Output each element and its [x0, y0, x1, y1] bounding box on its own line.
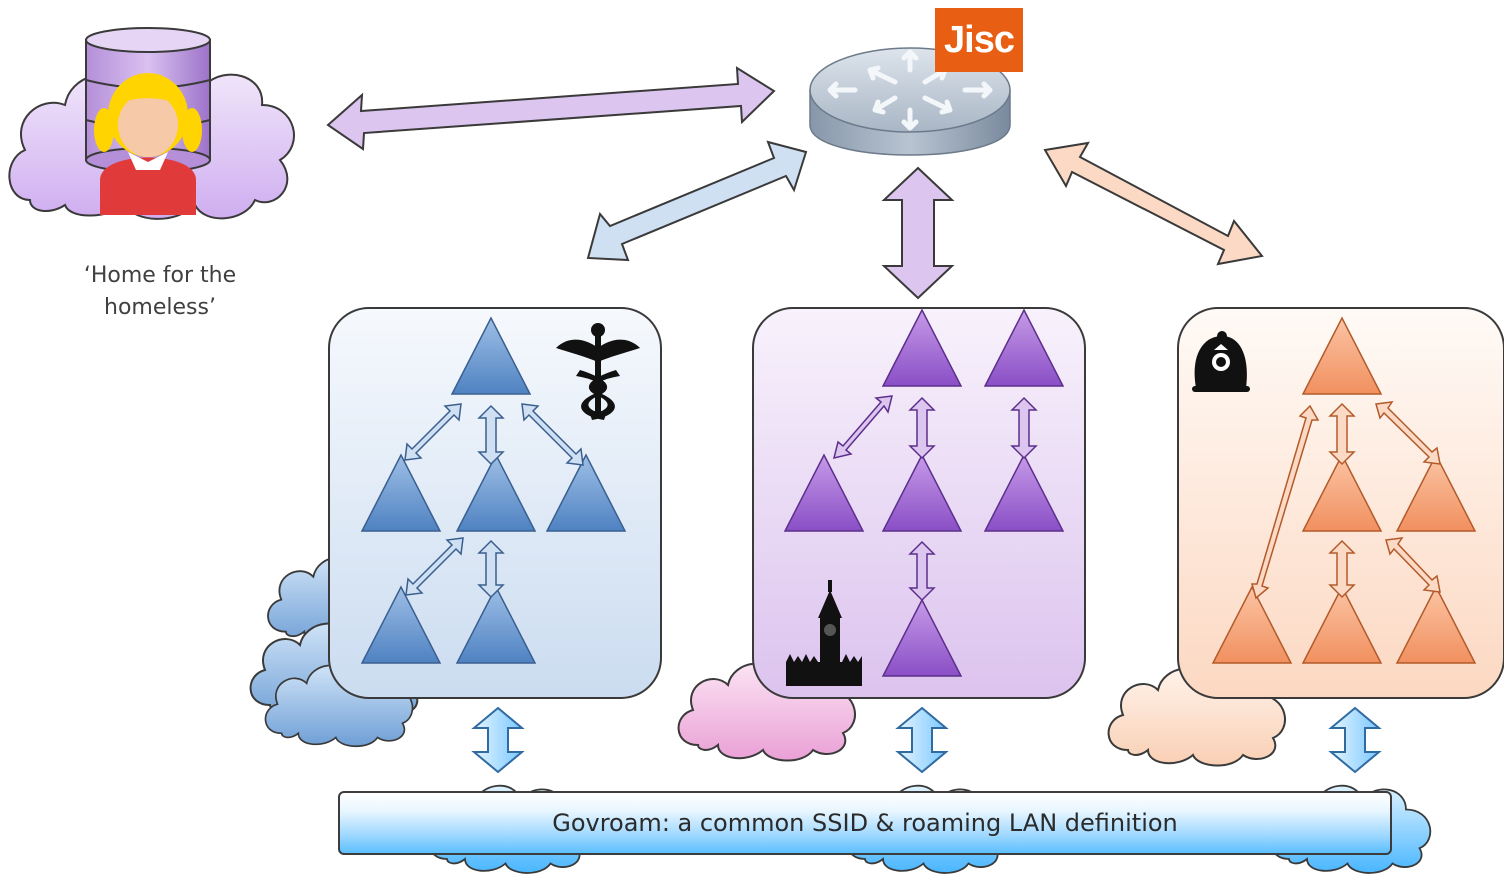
- police-network-box: [1177, 307, 1504, 699]
- govroam-label: Govroam: a common SSID & roaming LAN def…: [552, 809, 1178, 837]
- double-arrow-icon: [404, 403, 584, 599]
- triangle-node-icon: [1211, 316, 1477, 664]
- triangle-node-icon: [360, 316, 627, 664]
- triangle-node-icon: [783, 308, 1065, 677]
- arrow-router-to-health: [586, 140, 808, 262]
- police-helmet-icon: [1192, 331, 1250, 392]
- big-ben-icon: [786, 580, 862, 686]
- home-for-homeless-label: ‘Home for the homeless’: [83, 263, 237, 320]
- user-avatar-icon: [94, 73, 202, 215]
- health-network-box: [328, 307, 662, 699]
- caduceus-icon: [556, 323, 640, 420]
- arrow-router-to-parliament: [881, 166, 955, 300]
- arrow-home-to-router: [326, 66, 776, 151]
- double-arrow-icon: [1251, 401, 1441, 600]
- arrow-parliament-to-govroam: [895, 706, 949, 774]
- arrow-router-to-police: [1043, 141, 1264, 266]
- arrow-health-to-govroam: [471, 706, 525, 774]
- parliament-network-box: [752, 307, 1086, 699]
- jisc-logo: Jisc: [935, 8, 1023, 72]
- govroam-bar: Govroam: a common SSID & roaming LAN def…: [338, 791, 1392, 855]
- arrow-police-to-govroam: [1328, 706, 1382, 774]
- double-arrow-icon: [832, 395, 1038, 602]
